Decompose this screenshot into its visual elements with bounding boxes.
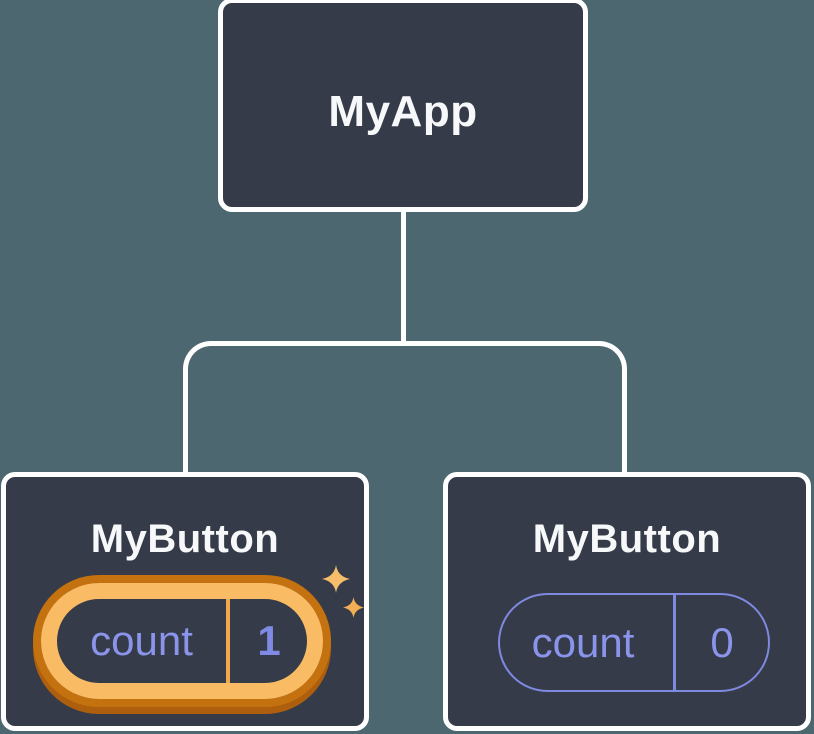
state-value: 1: [257, 617, 281, 664]
pill-divider: [673, 594, 676, 691]
pill-divider: [226, 599, 230, 683]
sparkle-icon-large: [322, 565, 350, 593]
state-value: 0: [710, 618, 734, 666]
sparkle-icon-small: [343, 597, 364, 618]
node-myapp-label: MyApp: [328, 87, 478, 136]
node-mybutton-right-label: MyButton: [532, 517, 722, 561]
node-mybutton-right: MyButton count 0: [443, 472, 811, 731]
connector-bracket: [183, 341, 627, 472]
node-mybutton-left-label: MyButton: [90, 517, 280, 561]
state-name: count: [531, 618, 635, 666]
node-myapp: MyApp: [218, 0, 588, 212]
state-name: count: [90, 617, 193, 664]
state-pill: [498, 593, 770, 692]
connector-stem: [401, 212, 406, 345]
